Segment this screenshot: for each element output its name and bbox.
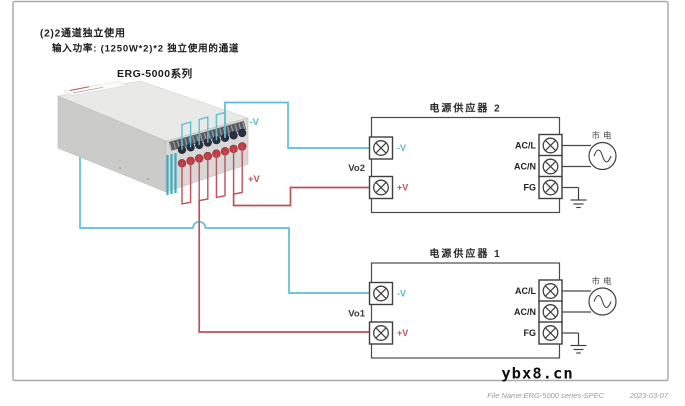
screw-terminal-icon [538, 300, 563, 324]
wire-negative-to-supply2 [224, 101, 371, 149]
screw-terminal-icon [538, 321, 563, 345]
footer-file-name: File Name:ERG-5000 series-SPEC [487, 391, 604, 400]
watermark-text: ybx8.cn [501, 365, 573, 383]
ac-source-icon [588, 287, 617, 316]
supply2-acl-label: AC/L [515, 141, 536, 151]
psu-screw-hole [147, 178, 149, 180]
footer-date: 2023-03-07 [629, 391, 669, 400]
screw-terminal-icon [368, 175, 394, 200]
supply1-fg-label: FG [524, 328, 537, 338]
wire-positive-to-supply2 [232, 186, 371, 207]
supply2-acn-label: AC/N [514, 162, 536, 172]
screw-terminal-icon [368, 281, 394, 306]
psu-product-photo [56, 80, 250, 195]
psu-screw-hole [119, 167, 121, 169]
supply1-output-label: Vo1 [348, 309, 365, 320]
wire-loops-positive [181, 146, 243, 205]
ground-icon [569, 186, 588, 209]
wire-positive-to-supply1 [198, 200, 371, 333]
supply1-negative-label: -V [397, 289, 406, 299]
supply1-acl-label: AC/L [515, 286, 536, 296]
page-frame [12, 0, 669, 382]
heading-line-1: (2)2通道独立使用 [40, 27, 126, 40]
supply2-positive-label: +V [397, 183, 408, 193]
screw-terminal-icon [368, 136, 394, 160]
supply2-negative-label: -V [397, 143, 406, 153]
psu-sticker-red-text [69, 86, 90, 91]
screw-terminal-icon [538, 154, 563, 179]
supply1: 电源供应器 1 -V +V Vo1 AC/L AC/N FG 市电 [348, 247, 617, 359]
screw-terminal-icon [538, 279, 563, 303]
ground-icon [569, 332, 588, 354]
wire-label-positive: +V [248, 174, 261, 185]
psu-sticker-text [72, 86, 104, 94]
supply2-output-label: Vo2 [348, 163, 365, 174]
screw-terminal-icon [538, 133, 563, 158]
wire-negative-to-supply1 [79, 155, 371, 294]
screw-terminal-icon [368, 321, 394, 345]
wire-label-negative: -V [250, 117, 260, 128]
supply2-title: 电源供应器 2 [429, 102, 501, 115]
ac-source-icon [588, 141, 617, 171]
supply2-mains-label: 市电 [591, 131, 614, 141]
supply1-title: 电源供应器 1 [429, 247, 501, 260]
supply2-fg-label: FG [524, 183, 537, 193]
supply2: 电源供应器 2 -V +V Vo2 AC/L AC/N FG 市电 [348, 102, 617, 214]
supply1-positive-label: +V [397, 328, 408, 338]
psu-series-label: ERG-5000系列 [117, 67, 193, 80]
heading-line-2: 输入功率: (1250W*2)*2 独立使用的通道 [52, 43, 239, 55]
psu-connector-stripes [166, 153, 177, 195]
supply1-acn-label: AC/N [514, 307, 536, 317]
screw-terminal-icon [538, 175, 563, 200]
supply1-mains-label: 市电 [591, 276, 614, 286]
